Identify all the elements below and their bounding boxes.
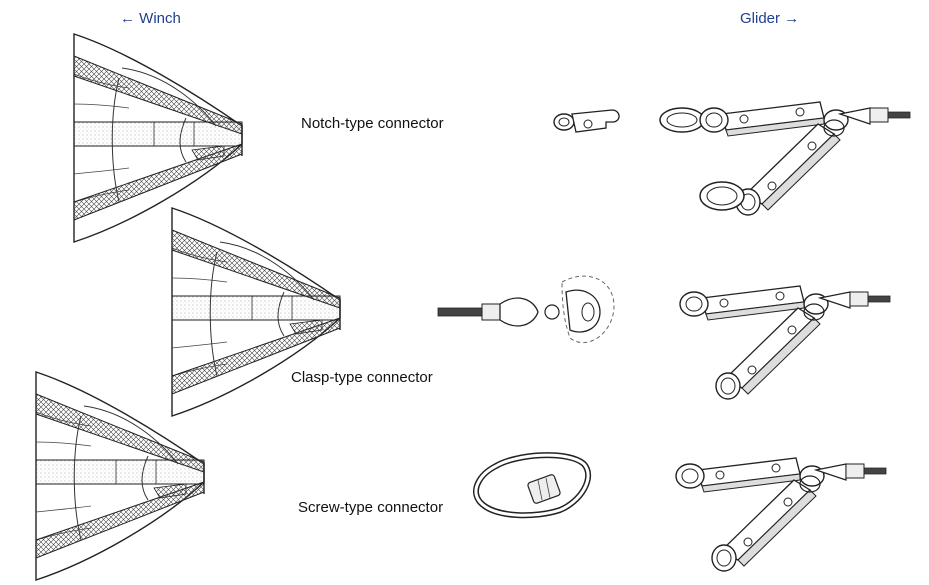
clasp-connector-icon bbox=[437, 275, 615, 344]
screw-connector-icon bbox=[473, 452, 592, 519]
notch-connector-icon bbox=[553, 109, 620, 133]
winch-direction-label: ← Winch bbox=[120, 10, 181, 27]
clasp-glider-assembly bbox=[679, 285, 891, 400]
notch-type-caption: Notch-type connector bbox=[301, 115, 444, 132]
winch-funnel-2 bbox=[171, 207, 341, 417]
screw-glider-assembly bbox=[675, 457, 887, 572]
notch-glider-assembly bbox=[659, 101, 911, 216]
screw-type-caption: Screw-type connector bbox=[298, 499, 444, 516]
glider-direction-label: Glider → bbox=[740, 10, 800, 27]
winch-funnel-1 bbox=[73, 33, 243, 243]
clasp-type-caption: Clasp-type connector bbox=[291, 369, 433, 386]
